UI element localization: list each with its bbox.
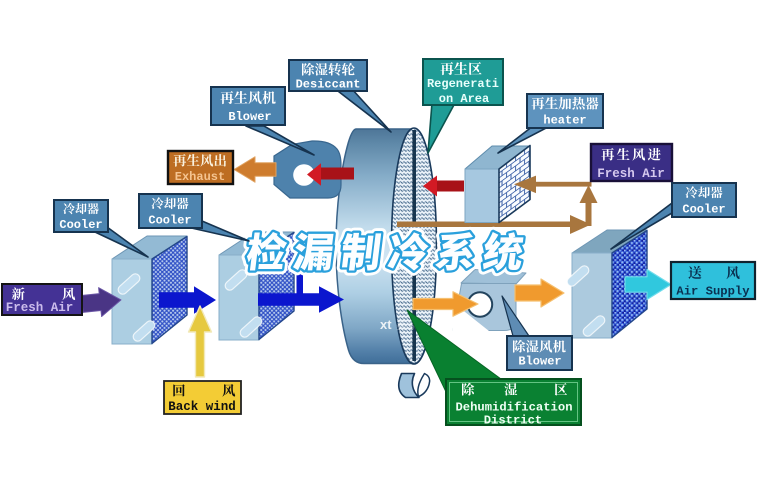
svg-text:Cooler: Cooler [59, 218, 102, 232]
svg-text:District: District [484, 414, 543, 428]
svg-text:Fresh Air: Fresh Air [597, 167, 665, 181]
svg-text:Cooler: Cooler [682, 203, 725, 217]
svg-text:heater: heater [543, 114, 586, 128]
svg-text:Desiccant: Desiccant [296, 78, 361, 92]
svg-text:Regenerati: Regenerati [427, 77, 499, 91]
svg-text:xt: xt [380, 317, 392, 332]
svg-text:Blower: Blower [518, 355, 561, 369]
svg-text:Exhaust: Exhaust [175, 170, 225, 184]
svg-text:Back wind: Back wind [168, 400, 236, 414]
svg-text:on Area: on Area [439, 92, 489, 106]
svg-text:Fresh Air: Fresh Air [6, 301, 74, 315]
svg-text:Cooler: Cooler [148, 214, 191, 228]
svg-text:Air Supply: Air Supply [676, 285, 750, 299]
svg-text:Dehumidification: Dehumidification [455, 401, 572, 415]
svg-text:Blower: Blower [228, 110, 271, 124]
